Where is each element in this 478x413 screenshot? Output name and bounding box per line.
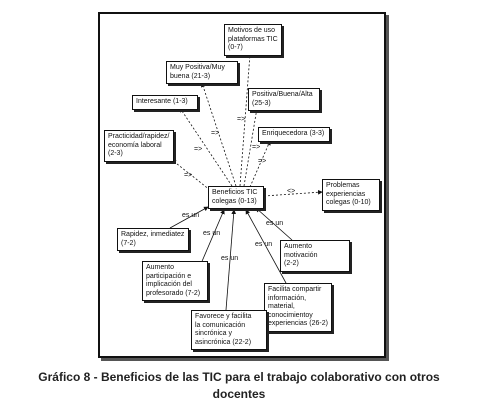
relation-label: es un	[203, 230, 221, 237]
relation-label: =>	[237, 116, 246, 123]
node-enriquecedora: Enriquecedora (3-3)	[258, 127, 330, 142]
arrow-from-compartir	[245, 209, 287, 284]
relation-label: es un	[255, 241, 273, 248]
arrow-from-participacion	[199, 209, 225, 267]
node-rapidez: Rapidez, inmediatez (7-2)	[117, 228, 189, 251]
relation-label: =>	[184, 172, 193, 179]
node-center-beneficios: Beneficios TIC colegas (0-13)	[208, 186, 264, 209]
node-interesante: Interesante (1-3)	[132, 95, 198, 110]
figure-caption: Gráfico 8 - Beneficios de las TIC para e…	[38, 370, 440, 401]
node-participacion: Aumento participación e implicación del …	[142, 261, 208, 301]
relation-label: es un	[221, 255, 239, 262]
node-motivos-uso: Motivos de uso plataformas TIC (0-7)	[224, 24, 282, 56]
relation-label: =>	[252, 144, 261, 151]
relation-label: =>	[258, 158, 267, 165]
arrow-from-comunicacion	[225, 209, 237, 311]
node-comunicacion: Favorece y facilita la comunicación sinc…	[191, 310, 267, 350]
arrow-from-rapidez	[169, 206, 209, 229]
node-compartir: Facilita compartir información, material…	[264, 283, 332, 332]
node-problemas: Problemas experiencias colegas (0-10)	[322, 179, 380, 211]
arrow-from-motivacion	[255, 207, 293, 241]
relation-label: =>	[211, 130, 220, 137]
relation-label: =>	[194, 146, 203, 153]
relation-label: es un	[182, 212, 200, 219]
node-muy-positiva: Muy Positiva/Muy buena (21-3)	[166, 61, 238, 84]
arrow-to-problemas	[263, 189, 323, 197]
arrow-to-practicidad	[171, 159, 211, 191]
node-positiva: Positiva/Buena/Alta (25-3)	[248, 88, 320, 111]
node-motivacion: Aumento motivación (2-2)	[280, 240, 350, 272]
node-practicidad: Practicidad/rapidez/ economía laboral (2…	[104, 130, 174, 162]
relation-label: <>	[287, 188, 296, 195]
arrow-to-positiva	[243, 107, 259, 187]
arrow-to-enriquecedora	[249, 140, 271, 188]
relation-label: es un	[266, 220, 284, 227]
